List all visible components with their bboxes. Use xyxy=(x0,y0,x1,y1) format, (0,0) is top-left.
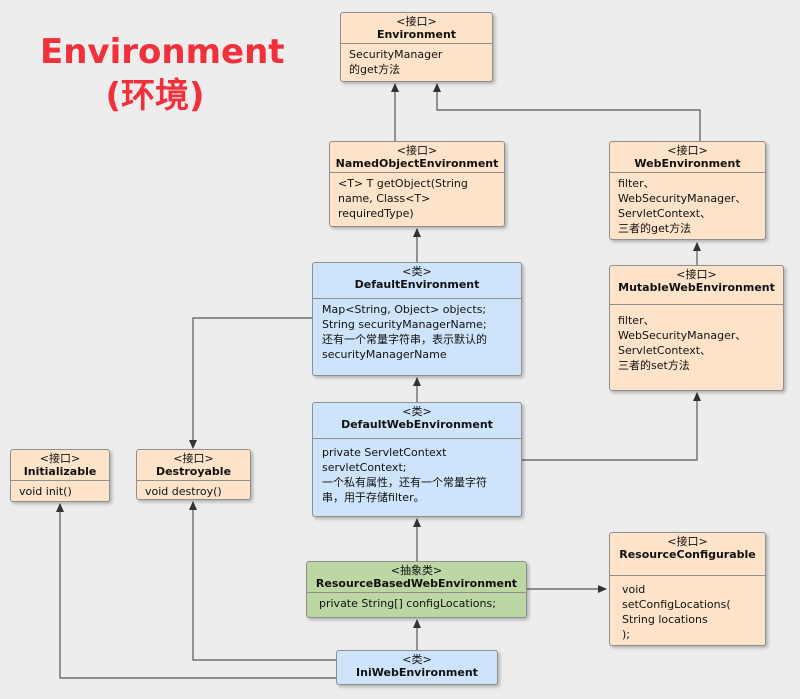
box-body: private ServletContext servletContext; 一… xyxy=(322,446,487,504)
box-header: <抽象类> ResourceBasedWebEnvironment xyxy=(307,562,526,593)
mutable-web-environment-box: <接口> MutableWebEnvironment filter、 WebSe… xyxy=(609,265,784,391)
box-body: <T> T getObject(String name, Class<T> re… xyxy=(338,177,468,220)
stereotype-label: <类> xyxy=(402,653,432,666)
box-body: private String[] configLocations; xyxy=(319,597,496,610)
stereotype-label: <接口> xyxy=(676,268,717,281)
edge-defaultweb-to-mutable xyxy=(522,392,701,461)
initializable-box: <接口> Initializable void init() xyxy=(10,449,110,502)
box-body: SecurityManager 的get方法 xyxy=(349,48,443,76)
edge-ini-to-destroyable xyxy=(189,501,336,661)
box-header: <类> DefaultEnvironment xyxy=(313,263,521,299)
box-name: ResourceConfigurable xyxy=(619,548,756,561)
box-name: IniWebEnvironment xyxy=(356,666,478,679)
stereotype-label: <接口> xyxy=(396,144,438,157)
box-name: Destroyable xyxy=(155,465,232,478)
stereotype-label: <接口> xyxy=(396,15,437,28)
box-name: DefaultEnvironment xyxy=(354,278,480,291)
resource-configurable-box: <接口> ResourceConfigurable void setConfig… xyxy=(609,532,766,646)
diagram-title: Environment (环境) xyxy=(40,30,285,118)
named-object-environment-box: <接口> NamedObjectEnvironment <T> T getObj… xyxy=(329,141,505,227)
box-name: WebEnvironment xyxy=(634,157,741,170)
destroyable-box: <接口> Destroyable void destroy() xyxy=(136,449,251,500)
box-header: <接口> MutableWebEnvironment xyxy=(610,266,783,305)
box-header: <接口> NamedObjectEnvironment xyxy=(330,142,504,173)
stereotype-label: <接口> xyxy=(173,452,214,465)
box-body: Map<String, Object> objects; String secu… xyxy=(322,303,487,361)
box-header: <接口> Initializable xyxy=(11,450,109,481)
box-name: Initializable xyxy=(23,465,97,478)
default-environment-box: <类> DefaultEnvironment Map<String, Objec… xyxy=(312,262,522,376)
title-line-2: (环境) xyxy=(105,76,205,116)
box-body: void destroy() xyxy=(145,485,222,498)
box-body: filter、 WebSecurityManager、 ServletConte… xyxy=(618,314,747,372)
edge-web-to-environment xyxy=(433,83,701,141)
box-name: DefaultWebEnvironment xyxy=(341,418,493,431)
box-body: void setConfigLocations( String location… xyxy=(622,583,731,641)
box-name: NamedObjectEnvironment xyxy=(335,157,499,170)
title-line-1: Environment xyxy=(40,32,285,72)
box-name: ResourceBasedWebEnvironment xyxy=(315,577,518,590)
default-web-environment-box: <类> DefaultWebEnvironment private Servle… xyxy=(312,402,522,517)
box-header: <接口> Environment xyxy=(341,13,492,44)
box-header: <接口> WebEnvironment xyxy=(610,142,765,173)
box-body: void init() xyxy=(19,485,72,498)
ini-web-environment-box: <类> IniWebEnvironment xyxy=(336,650,498,685)
box-header: <类> IniWebEnvironment xyxy=(337,651,497,681)
box-name: MutableWebEnvironment xyxy=(618,281,775,294)
edge-ini-to-initializable xyxy=(56,503,336,679)
resource-based-web-environment-box: <抽象类> ResourceBasedWebEnvironment privat… xyxy=(306,561,527,618)
stereotype-label: <类> xyxy=(402,405,432,418)
stereotype-label: <接口> xyxy=(667,144,708,157)
edge-default-to-destroyable xyxy=(189,317,312,449)
box-header: <接口> ResourceConfigurable xyxy=(610,533,765,576)
stereotype-label: <类> xyxy=(402,265,432,278)
stereotype-label: <接口> xyxy=(667,535,708,548)
stereotype-label: <接口> xyxy=(39,452,81,465)
stereotype-label: <抽象类> xyxy=(390,564,443,577)
box-header: <接口> Destroyable xyxy=(137,450,250,481)
web-environment-box: <接口> WebEnvironment filter、 WebSecurityM… xyxy=(609,141,766,240)
environment-interface-box: <接口> Environment SecurityManager 的get方法 xyxy=(340,12,493,82)
box-header: <类> DefaultWebEnvironment xyxy=(313,403,521,439)
box-name: Environment xyxy=(376,28,457,41)
box-body: filter、 WebSecurityManager、 ServletConte… xyxy=(618,177,747,235)
